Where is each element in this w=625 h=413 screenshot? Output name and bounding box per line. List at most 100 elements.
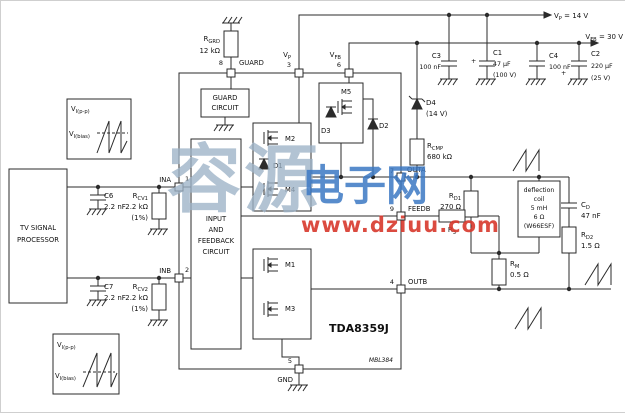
rd2-value: 1.5 Ω: [581, 242, 600, 250]
m3-label: M3: [285, 305, 295, 313]
ground-icon: [525, 78, 547, 86]
pin-guard-name: GUARD: [239, 59, 264, 67]
r3-label: R3: [448, 226, 456, 236]
c1-plus-sign: +: [471, 58, 476, 65]
rm-label: RM: [510, 260, 519, 270]
rd2-label: RD2: [581, 231, 593, 241]
rm-value: 0.5 Ω: [510, 271, 529, 279]
input-waveform-bottom: [82, 352, 118, 388]
sawtooth-waveform-icon: [512, 149, 540, 172]
ic-pin-squares: [174, 68, 406, 374]
vi-bias-label-bottom: VI(bias): [55, 372, 76, 382]
guard-block-line1: GUARD: [213, 94, 238, 102]
sawtooth-waveform-icon: [514, 307, 542, 330]
rcmp-label: RCMP: [427, 142, 443, 152]
vi-pp-label-top: VI(p-p): [71, 105, 90, 115]
rd1-value: 270 Ω: [440, 203, 462, 211]
pin-7-number: 7: [390, 167, 394, 175]
ground-icon: [147, 319, 169, 327]
d4-zener-diode-symbol: [408, 95, 426, 110]
d3-label: D3: [321, 127, 331, 135]
vp-rail-label: VP = 14 V: [554, 12, 588, 22]
cd-capacitor-symbol: [560, 202, 578, 209]
ground-icon: [221, 16, 243, 24]
pin-inb-name: INB: [159, 267, 171, 275]
cd-value: 47 nF: [581, 212, 601, 220]
ground-icon: [147, 228, 169, 236]
coil-label-line2: coil: [534, 196, 545, 203]
pin-9-number: 9: [390, 205, 394, 213]
c7-label: C7: [104, 283, 113, 291]
rgrd-value: 12 kΩ: [199, 47, 220, 55]
circuit-wires: [67, 14, 611, 385]
pin-3-number: 3: [287, 61, 291, 69]
rcv2-label: RCV2: [133, 283, 148, 293]
ground-icon: [213, 124, 235, 132]
ground-icon: [287, 384, 309, 392]
coil-label-line3: 5 mH: [531, 205, 548, 212]
c4-value: 100 nF: [549, 64, 571, 71]
pin-4-number: 4: [390, 278, 394, 286]
pin-6-number: 6: [337, 61, 341, 69]
rcv2-value: 2.2 kΩ: [125, 294, 148, 302]
junction-dots: [95, 12, 582, 292]
d1-label: D1: [273, 162, 283, 170]
c3-capacitor-symbol: [440, 60, 458, 67]
sawtooth-waveform-icon: [584, 263, 612, 286]
pin-5-number: 5: [288, 357, 292, 365]
guard-block-line2: CIRCUIT: [211, 104, 239, 112]
r3-resistor-symbol: [438, 209, 466, 223]
c1-rating: (100 V): [493, 72, 516, 79]
c7-value: 2.2 nF: [104, 294, 126, 302]
rcv1-tolerance: (1%): [131, 214, 148, 222]
vi-pp-label-bottom: VI(p-p): [57, 341, 76, 351]
m5-stage-block: [318, 82, 364, 144]
tv-processor-box: [8, 168, 68, 304]
d2-diode-symbol: [367, 118, 379, 130]
rcv2-resistor-symbol: [151, 283, 167, 311]
c2-label: C2: [591, 50, 600, 58]
m2-label: M2: [285, 135, 295, 143]
lower-output-stage-block: [252, 248, 312, 340]
c2-capacitor-symbol: [570, 60, 588, 67]
c2-value: 220 µF: [591, 63, 613, 70]
ic-part-number: TDA8359J: [329, 322, 389, 335]
c4-label: C4: [549, 52, 558, 60]
rcmp-resistor-symbol: [409, 138, 425, 166]
rcv2-tolerance: (1%): [131, 305, 148, 313]
m1-label: M1: [285, 261, 295, 269]
vp-rail-arrow-icon: [543, 11, 552, 19]
deflection-coil-box: [517, 180, 561, 238]
rgrd-resistor-symbol: [223, 30, 239, 58]
rd1-label: RD1: [449, 192, 461, 202]
pin-vp-name: VP: [283, 51, 291, 61]
figure-code: MBL384: [369, 357, 393, 364]
rd1-resistor-symbol: [463, 190, 479, 218]
rcv1-label: RCV1: [133, 192, 148, 202]
guard-circuit-block: [200, 88, 250, 118]
rcv1-resistor-symbol: [151, 192, 167, 220]
input-block-line1: INPUT: [206, 215, 227, 223]
coil-label-line1: deflection: [524, 187, 555, 194]
d4-label: D4: [426, 99, 436, 107]
c2-rating: (25 V): [591, 75, 610, 82]
input-block-line3: FEEDBACK: [198, 237, 235, 245]
rcv1-value: 2.2 kΩ: [125, 203, 148, 211]
pin-ina-name: INA: [159, 176, 171, 184]
ic-outline: [178, 72, 402, 370]
vfb-rail-label: VFB = 30 V: [585, 33, 623, 43]
d2-label: D2: [379, 122, 389, 130]
m5-label: M5: [341, 88, 351, 96]
rd2-resistor-symbol: [561, 226, 577, 254]
tv-processor-line2: PROCESSOR: [17, 236, 59, 244]
pin-gnd-name: GND: [277, 376, 293, 384]
rcmp-value: 680 kΩ: [427, 153, 453, 161]
c1-value: 47 µF: [493, 61, 511, 68]
coil-label-line4: 6 Ω: [534, 214, 545, 221]
c2-plus-sign: +: [561, 70, 566, 77]
m4-label: M4: [285, 186, 295, 194]
input-block-line2: AND: [209, 226, 224, 234]
rgrd-label: RGRD: [204, 35, 221, 45]
ground-icon: [475, 78, 497, 86]
